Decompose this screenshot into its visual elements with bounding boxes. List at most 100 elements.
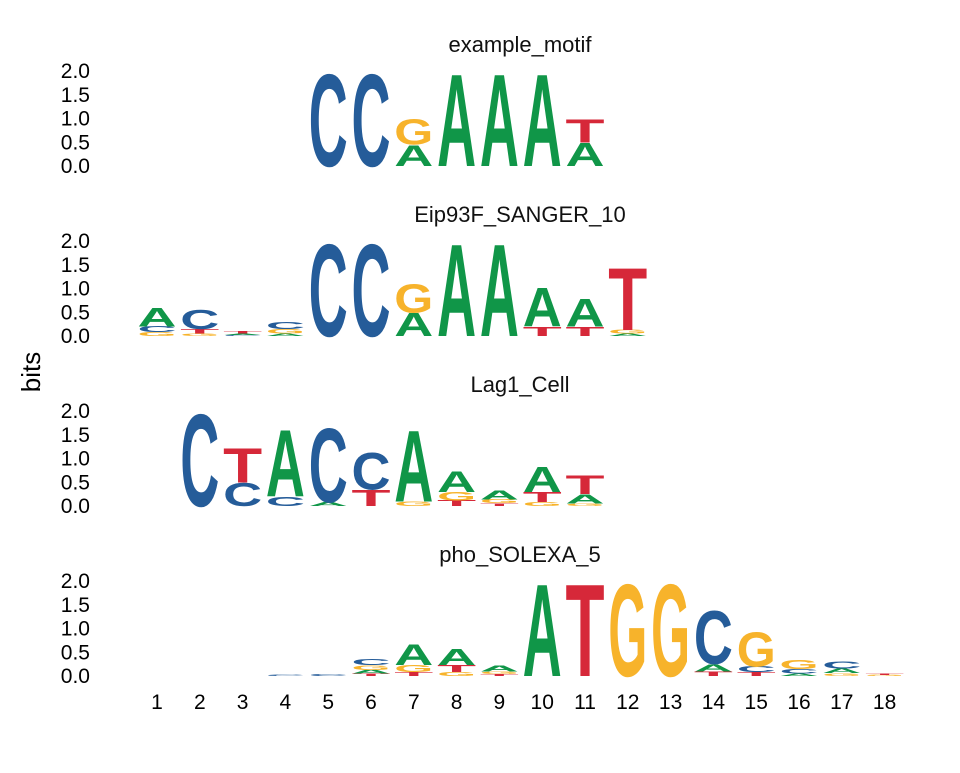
logo-letter-C: C bbox=[309, 674, 348, 677]
logo-letter-T: T bbox=[480, 502, 519, 506]
logo-letter-C: C bbox=[309, 407, 348, 525]
logo-letter-A: A bbox=[523, 557, 562, 705]
logo-letter-G: G bbox=[394, 500, 433, 507]
x-tick-label: 5 bbox=[322, 691, 334, 714]
logo-letter-A: A bbox=[266, 333, 305, 337]
logo-letter-A: A bbox=[566, 136, 605, 173]
logo-letter-G: G bbox=[566, 503, 605, 507]
x-tick-label: 8 bbox=[451, 691, 463, 714]
x-tick-label: 10 bbox=[531, 691, 554, 714]
y-tick-label: 2.0 bbox=[61, 60, 90, 83]
x-tick-label: 6 bbox=[365, 691, 377, 714]
logo-letter-G: G bbox=[480, 498, 519, 504]
logo-letter-G: G bbox=[780, 657, 819, 672]
y-tick-label: 1.0 bbox=[61, 278, 90, 301]
logo-letter-T: T bbox=[566, 471, 605, 500]
logo-letter-T: T bbox=[223, 438, 262, 493]
y-tick-label: 2.0 bbox=[61, 400, 90, 423]
y-tick-label: 0.5 bbox=[61, 131, 90, 154]
logo-letter-G: G bbox=[523, 501, 562, 507]
x-tick-label: 1 bbox=[151, 691, 163, 714]
logo-letter-C: C bbox=[309, 47, 348, 195]
y-tick-label: 0.5 bbox=[61, 471, 90, 494]
x-tick-label: 12 bbox=[616, 691, 639, 714]
logo-letter-C: C bbox=[138, 325, 177, 334]
logo-letter-T: T bbox=[223, 331, 262, 335]
y-tick-label: 0.0 bbox=[61, 495, 90, 518]
y-axis-label: bits bbox=[16, 352, 46, 392]
panel-title: pho_SOLEXA_5 bbox=[439, 542, 600, 567]
logo-letter-C: C bbox=[694, 596, 733, 681]
logo-letter-A: A bbox=[480, 664, 519, 673]
logo-letter-T: T bbox=[566, 557, 605, 705]
logo-letter-A: A bbox=[437, 217, 476, 365]
panel-title: Lag1_Cell bbox=[470, 372, 569, 397]
x-tick-label: 2 bbox=[194, 691, 206, 714]
logo-letter-A: A bbox=[523, 47, 562, 195]
logo-letter-T: T bbox=[352, 485, 391, 511]
logo-letter-C: C bbox=[309, 217, 348, 365]
logo-letter-G: G bbox=[180, 333, 219, 337]
y-tick-label: 1.0 bbox=[61, 108, 90, 131]
logo-letter-T: T bbox=[694, 670, 733, 677]
logo-letter-A: A bbox=[480, 47, 519, 195]
logo-letter-G: G bbox=[480, 671, 519, 675]
logo-letter-C: C bbox=[180, 304, 219, 335]
panel-title: Eip93F_SANGER_10 bbox=[414, 202, 626, 227]
logo-letter-G: G bbox=[138, 331, 177, 337]
logo-letter-C: C bbox=[223, 335, 262, 336]
logo-letter-T: T bbox=[523, 489, 562, 505]
logo-letter-T: T bbox=[608, 250, 647, 350]
y-tick-label: 1.5 bbox=[61, 594, 90, 617]
x-tick-label: 11 bbox=[574, 691, 596, 714]
logo-letter-C: C bbox=[352, 217, 391, 365]
y-tick-label: 1.0 bbox=[61, 618, 90, 641]
y-tick-label: 1.5 bbox=[61, 84, 90, 107]
logo-letter-A: A bbox=[480, 217, 519, 365]
logo-letter-G: G bbox=[822, 672, 861, 676]
logo-letter-A: A bbox=[266, 409, 305, 517]
logo-letter-G: G bbox=[394, 112, 433, 153]
y-tick-label: 1.5 bbox=[61, 424, 90, 447]
logo-letter-G: G bbox=[737, 622, 776, 677]
logo-letter-G: G bbox=[608, 557, 647, 705]
logo-letter-C: C bbox=[352, 442, 391, 501]
logo-letter-T: T bbox=[737, 671, 776, 677]
y-tick-label: 0.0 bbox=[61, 155, 90, 178]
logo-letter-T: T bbox=[865, 673, 904, 675]
y-tick-label: 1.5 bbox=[61, 254, 90, 277]
logo-letter-A: A bbox=[223, 333, 262, 335]
x-tick-label: 7 bbox=[408, 691, 420, 714]
logo-letter-C: C bbox=[223, 476, 262, 513]
logo-letter-G: G bbox=[608, 329, 647, 335]
logo-letter-T: T bbox=[437, 663, 476, 674]
logo-letter-A: A bbox=[437, 47, 476, 195]
x-tick-label: 18 bbox=[873, 691, 896, 714]
logo-letter-A: A bbox=[352, 669, 391, 675]
y-tick-label: 2.0 bbox=[61, 230, 90, 253]
logo-letter-A: A bbox=[394, 139, 433, 172]
logo-letter-C: C bbox=[266, 674, 305, 676]
logo-letter-T: T bbox=[566, 324, 605, 339]
y-tick-label: 1.0 bbox=[61, 448, 90, 471]
logo-letter-C: C bbox=[180, 387, 219, 535]
logo-letter-T: T bbox=[566, 113, 605, 150]
logo-letter-A: A bbox=[394, 306, 433, 343]
x-tick-label: 4 bbox=[280, 691, 292, 714]
logo-letter-C: C bbox=[780, 668, 819, 675]
logo-letter-G: G bbox=[394, 276, 433, 322]
logo-letter-A: A bbox=[394, 409, 433, 523]
x-tick-label: 15 bbox=[745, 691, 768, 714]
logo-letter-G: G bbox=[266, 328, 305, 335]
logo-letter-T: T bbox=[480, 674, 519, 677]
logo-letter-C: C bbox=[822, 660, 861, 671]
logo-letter-G: G bbox=[437, 671, 476, 677]
y-tick-label: 0.5 bbox=[61, 641, 90, 664]
logo-letter-C: C bbox=[266, 494, 305, 509]
logo-letter-A: A bbox=[694, 662, 733, 673]
logo-letter-T: T bbox=[523, 324, 562, 339]
logo-letter-T: T bbox=[437, 499, 476, 508]
logo-letter-A: A bbox=[437, 644, 476, 670]
x-tick-label: 16 bbox=[787, 691, 810, 714]
logo-letter-A: A bbox=[523, 459, 562, 500]
